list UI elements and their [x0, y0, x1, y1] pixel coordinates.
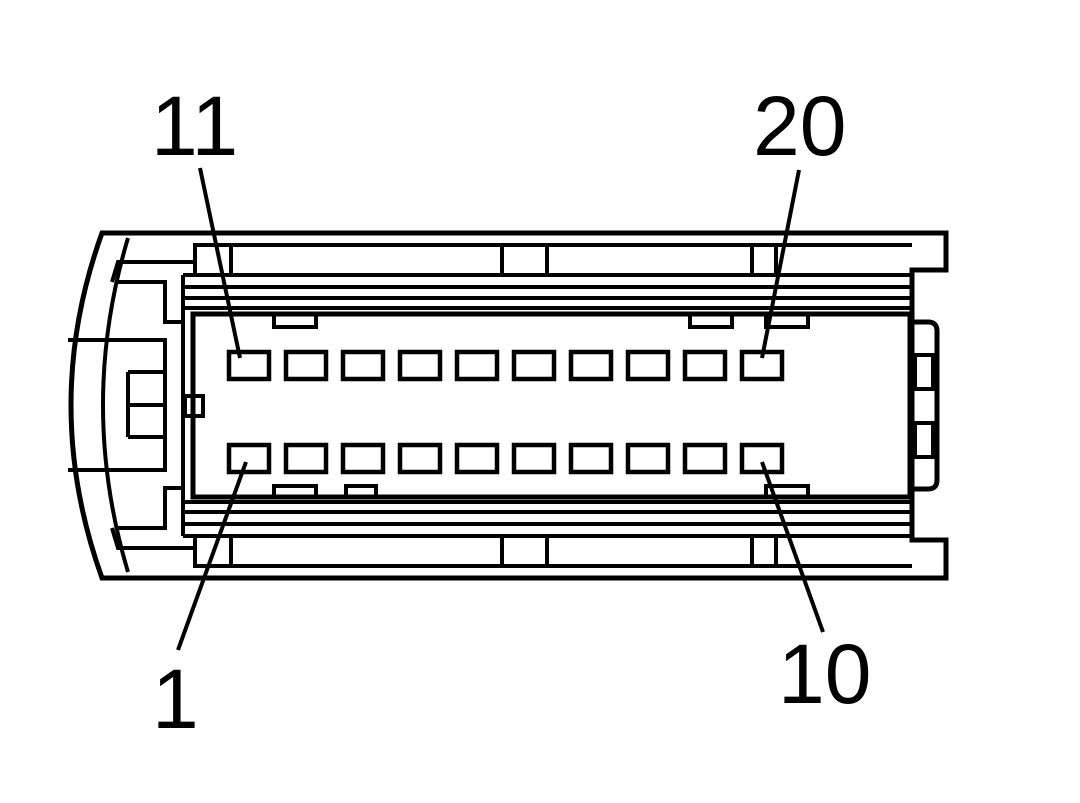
pin-5: [454, 442, 500, 475]
pin-label-11: 11: [151, 79, 238, 173]
pin-label-1: 1: [152, 652, 199, 746]
pin-6: [511, 442, 557, 475]
leader-line-20: [760, 169, 801, 359]
top-pin-row: [226, 349, 785, 382]
pin-label-10: 10: [778, 627, 871, 721]
pin-17: [568, 349, 614, 382]
pin-label-20: 20: [753, 79, 846, 173]
pin-9: [682, 442, 728, 475]
pin-8: [625, 442, 671, 475]
pin-10: [739, 442, 785, 475]
pin-18: [625, 349, 671, 382]
pin-11: [226, 349, 272, 382]
leader-line-11: [198, 167, 242, 359]
leader-lines: [176, 167, 825, 651]
pin-3: [340, 442, 386, 475]
pin-7: [568, 442, 614, 475]
bottom-pin-row: [226, 442, 785, 475]
connector-housing: [68, 230, 949, 581]
leader-line-10: [760, 461, 825, 633]
pin-2: [283, 442, 329, 475]
pin-19: [682, 349, 728, 382]
pin-1: [226, 442, 272, 475]
pin-16: [511, 349, 557, 382]
pin-14: [397, 349, 443, 382]
pin-13: [340, 349, 386, 382]
leader-line-1: [176, 461, 248, 651]
pin-12: [283, 349, 329, 382]
pin-15: [454, 349, 500, 382]
pin-4: [397, 442, 443, 475]
